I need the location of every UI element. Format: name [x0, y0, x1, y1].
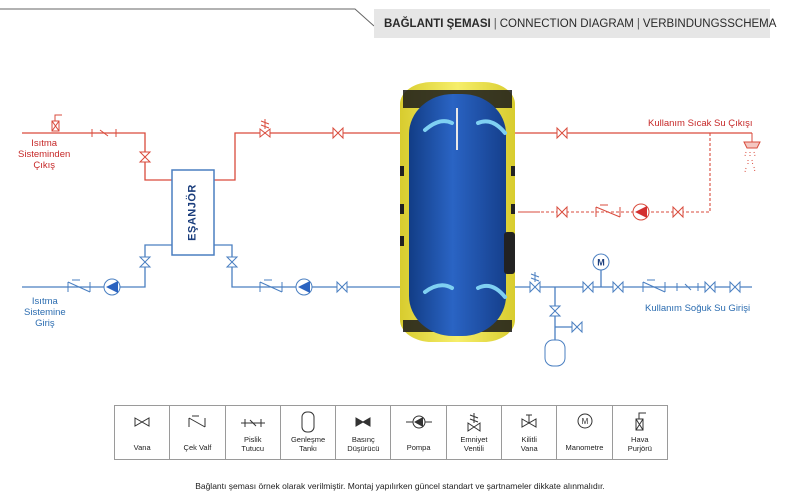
manometer-icon: M	[577, 413, 593, 429]
pump-icon	[405, 415, 432, 429]
connection-diagram: M	[22, 82, 761, 367]
legend-label: Kilitli Vana	[520, 435, 538, 453]
strainer-icon	[676, 283, 699, 291]
expansion-tank-icon	[301, 411, 315, 433]
heating-return-line	[22, 244, 408, 288]
legend-item-manometer: M Manometre	[557, 406, 613, 459]
tank-flange	[504, 232, 515, 274]
safety-valve-icon	[259, 119, 271, 139]
legend-label: Vana	[133, 443, 151, 452]
valve-icon	[138, 126, 684, 219]
valve-icon	[134, 417, 150, 427]
heating-supply-line	[22, 132, 752, 181]
recirculation-line	[518, 133, 711, 213]
legend-item-safety-valve: Emniyet Ventili	[447, 406, 503, 459]
legend-label: Basınç Düşürücü	[347, 435, 380, 453]
heating-outlet-label: Isıtma Sisteminden Çıkış	[18, 138, 71, 171]
strainer-icon	[240, 419, 265, 427]
check-valve-icon	[188, 415, 206, 428]
manometer-letter: M	[597, 258, 605, 268]
storage-tank	[400, 82, 515, 342]
title-english: CONNECTION DIAGRAM	[499, 17, 634, 30]
legend-item-valve: Vana	[115, 406, 171, 459]
safety-valve-icon	[467, 413, 481, 432]
air-vent-icon	[51, 114, 62, 132]
legend-label: Genleşme Tankı	[290, 435, 326, 453]
expansion-tank-icon	[544, 339, 566, 367]
check-valve-icon	[595, 204, 621, 218]
check-valve-icon	[67, 279, 666, 293]
symbol-legend: Vana Çek Valf Pislik Tutucu Genleşme Tan…	[114, 405, 668, 460]
header-rule	[0, 8, 375, 27]
footnote: Bağlantı şeması örnek olarak verilmiştir…	[195, 481, 605, 491]
pump-icon	[103, 203, 650, 296]
lockable-valve-icon	[521, 414, 537, 428]
legend-label: Emniyet Ventili	[460, 435, 488, 453]
diagram-title: BAĞLANTI ŞEMASI | CONNECTION DIAGRAM | V…	[374, 9, 776, 38]
title-german: VERBINDUNGSSCHEMA	[642, 17, 777, 30]
air-vent-icon	[635, 412, 646, 431]
hot-water-outlet-label: Kullanım Sıcak Su Çıkışı	[648, 118, 753, 129]
legend-label: Çek Valf	[183, 443, 212, 452]
title-separator: |	[636, 17, 640, 30]
legend-item-pressure-reducer: Basınç Düşürücü	[336, 406, 392, 459]
exchanger-label: EŞANJÖR	[186, 184, 199, 241]
legend-label: Manometre	[565, 443, 604, 452]
manometer-icon: M	[592, 253, 610, 271]
legend-label: Hava Purjörü	[627, 435, 652, 453]
legend-item-check-valve: Çek Valf	[170, 406, 226, 459]
legend-item-strainer: Pislik Tutucu	[226, 406, 281, 459]
safety-valve-icon	[529, 272, 541, 294]
legend-item-expansion-tank: Genleşme Tankı	[281, 406, 337, 459]
cold-water-inlet-label: Kullanım Soğuk Su Girişi	[645, 303, 751, 314]
title-separator: |	[493, 17, 497, 30]
svg-text:M: M	[581, 417, 588, 426]
title-turkish: BAĞLANTI ŞEMASI	[384, 17, 491, 30]
legend-label: Pislik Tutucu	[241, 435, 265, 453]
pressure-reducer-icon	[355, 417, 371, 427]
strainer-icon	[91, 129, 117, 137]
valve-icon	[138, 256, 741, 334]
heat-exchanger	[171, 169, 215, 256]
heating-inlet-label: Isıtma Sistemine Giriş	[24, 296, 66, 329]
legend-item-pump: Pompa	[391, 406, 447, 459]
legend-label: Pompa	[406, 443, 431, 452]
legend-item-lockable-valve: Kilitli Vana	[502, 406, 558, 459]
legend-item-air-vent: Hava Purjörü	[613, 406, 667, 459]
shower-head-icon	[743, 133, 761, 173]
